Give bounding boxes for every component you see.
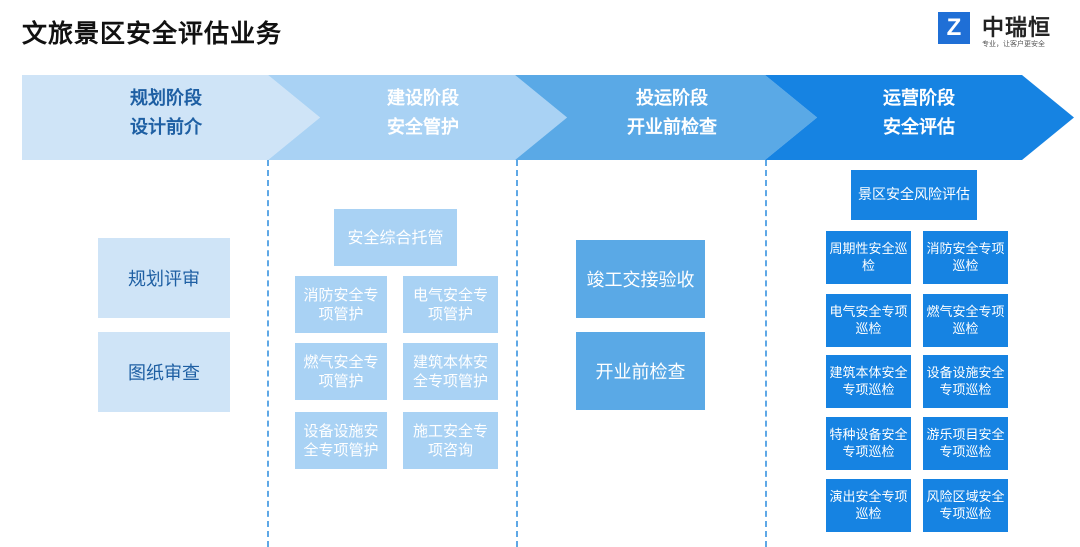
operation-item: 消防安全专项巡检 [923,231,1008,284]
operation-item: 特种设备安全专项巡检 [826,417,911,470]
page-title: 文旅景区安全评估业务 [22,19,283,48]
logo-name: 中瑞恒 [982,16,1052,41]
construction-header: 安全综合托管 [334,209,457,266]
construction-item: 燃气安全专项管护 [295,343,387,400]
phase-subtitle: 开业前检查 [627,117,717,138]
phase-title: 建设阶段 [387,88,459,109]
planning-item: 图纸审查 [98,332,230,412]
operation-item: 电气安全专项巡检 [826,294,911,347]
construction-item: 施工安全专项咨询 [403,412,498,469]
column-divider [267,160,269,547]
operation-item: 风险区域安全专项巡检 [923,479,1008,532]
operation-item: 游乐项目安全专项巡检 [923,417,1008,470]
phase-label-commissioning: 投运阶段 开业前检查 [572,84,772,142]
construction-item: 建筑本体安全专项管护 [403,343,498,400]
phase-subtitle: 设计前介 [130,117,202,138]
construction-item: 消防安全专项管护 [295,276,387,333]
phase-subtitle: 安全管护 [387,117,459,138]
phase-arrow-construction [268,75,567,160]
phase-label-planning: 规划阶段 设计前介 [66,84,266,142]
phase-label-operation: 运营阶段 安全评估 [819,84,1019,142]
phase-arrow-operation [765,75,1074,160]
phase-arrow-planning [22,75,320,160]
column-divider [765,160,767,547]
logo-slogan: 专业，让客户更安全 [982,40,1045,48]
phase-title: 投运阶段 [636,88,708,109]
operation-item: 设备设施安全专项巡检 [923,355,1008,408]
planning-item: 规划评审 [98,238,230,318]
phase-title: 运营阶段 [883,88,955,109]
operation-header: 景区安全风险评估 [851,170,977,220]
commissioning-item: 开业前检查 [576,332,705,410]
phase-banner [22,75,1074,160]
operation-item: 建筑本体安全专项巡检 [826,355,911,408]
company-logo: Z 中瑞恒 专业，让客户更安全 [938,8,1078,52]
operation-item: 燃气安全专项巡检 [923,294,1008,347]
construction-item: 电气安全专项管护 [403,276,498,333]
commissioning-item: 竣工交接验收 [576,240,705,318]
logo-mark-icon: Z [938,12,970,44]
column-divider [516,160,518,547]
operation-item: 周期性安全巡检 [826,231,911,284]
operation-item: 演出安全专项巡检 [826,479,911,532]
phase-arrow-commissioning [515,75,817,160]
phase-label-construction: 建设阶段 安全管护 [323,84,523,142]
construction-item: 设备设施安全专项管护 [295,412,387,469]
phase-subtitle: 安全评估 [883,117,955,138]
phase-title: 规划阶段 [130,88,202,109]
